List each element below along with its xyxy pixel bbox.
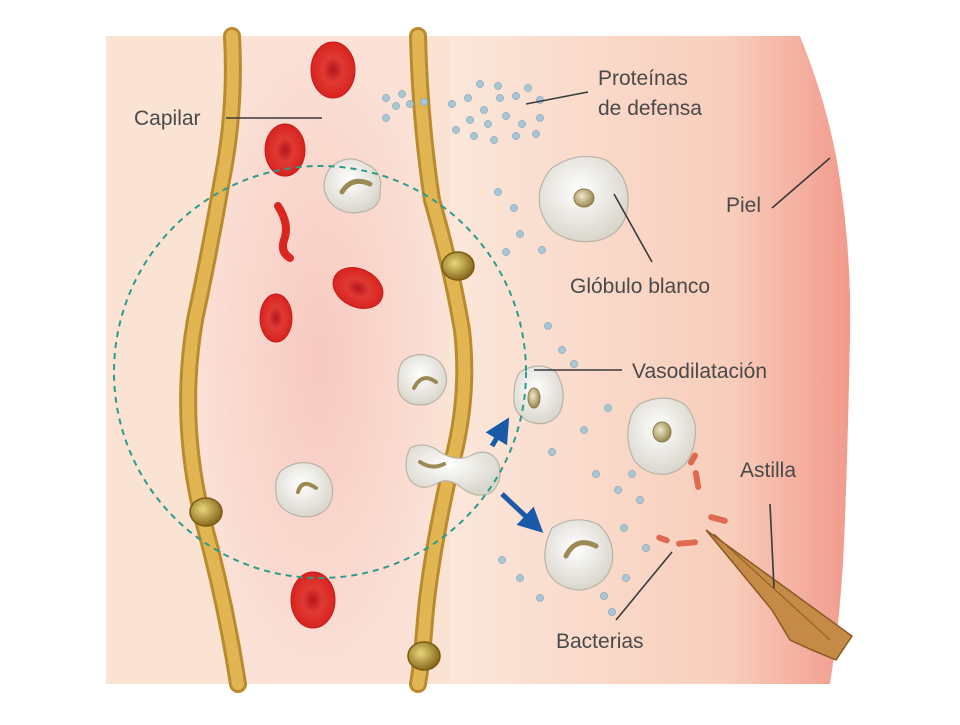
protein-dot — [382, 114, 390, 122]
label-capilar: Capilar — [134, 107, 201, 130]
splinter — [705, 529, 854, 661]
globulo-leader — [613, 193, 653, 263]
protein-dot — [466, 116, 474, 124]
protein-dot — [604, 404, 612, 412]
white-blood-cell — [323, 158, 382, 214]
protein-dot — [398, 90, 406, 98]
splinter-grain — [713, 533, 831, 641]
white-blood-cell — [544, 519, 614, 591]
outside-area — [800, 36, 860, 684]
capillary-wall-left-inner — [182, 30, 244, 690]
protein-dot — [512, 132, 520, 140]
red-blood-cell — [290, 571, 336, 629]
protein-dot — [536, 114, 544, 122]
white-blood-cell-large — [538, 155, 629, 243]
migration-arrow — [485, 417, 510, 448]
protein-dot — [636, 496, 644, 504]
red-blood-cell — [332, 267, 384, 309]
white-blood-cell — [513, 365, 564, 425]
label-bacterias: Bacterias — [556, 630, 644, 653]
protein-dot — [502, 112, 510, 120]
inflammation-zone — [113, 165, 527, 579]
label-piel: Piel — [726, 194, 761, 217]
wall-nucleus — [441, 251, 475, 281]
defense-protein-dots — [382, 80, 650, 616]
red-blood-cell-deformed — [274, 202, 294, 262]
capillary-lumen — [194, 36, 444, 684]
bacterium — [708, 514, 728, 524]
protein-dot — [448, 100, 456, 108]
bacterium — [692, 470, 702, 490]
protein-dot — [580, 426, 588, 434]
protein-dot — [518, 120, 526, 128]
protein-dot — [592, 470, 600, 478]
white-blood-cell — [275, 461, 334, 518]
protein-dot — [622, 574, 630, 582]
proteinas-leader — [525, 91, 589, 105]
capillary-wall-right-inner — [412, 30, 471, 690]
label-globulo-blanco: Glóbulo blanco — [570, 275, 710, 298]
protein-dot — [538, 246, 546, 254]
migration-arrow — [500, 492, 544, 533]
protein-dot — [544, 322, 552, 330]
white-blood-cell-engulfing — [627, 397, 697, 475]
protein-dot — [476, 80, 484, 88]
label-vasodilatacion: Vasodilatación — [632, 360, 767, 383]
protein-dot — [642, 544, 650, 552]
protein-dot — [494, 188, 502, 196]
protein-dot — [628, 470, 636, 478]
protein-dot — [470, 132, 478, 140]
white-blood-cell — [397, 353, 448, 406]
protein-dot — [392, 102, 400, 110]
protein-dot — [496, 94, 504, 102]
protein-dot — [382, 94, 390, 102]
protein-dot — [480, 106, 488, 114]
label-proteinas-line2: de defensa — [598, 97, 702, 120]
protein-dot — [502, 248, 510, 256]
protein-dot — [516, 230, 524, 238]
protein-dot — [406, 100, 414, 108]
piel-leader — [771, 157, 831, 209]
wall-nucleus — [407, 641, 441, 671]
protein-dot — [484, 120, 492, 128]
bacterium — [656, 534, 670, 544]
protein-dot — [452, 126, 460, 134]
wall-nucleus — [189, 497, 223, 527]
red-blood-cell — [259, 293, 293, 343]
white-blood-cell-crossing — [405, 444, 501, 496]
protein-dot — [516, 574, 524, 582]
label-astilla: Astilla — [740, 459, 796, 482]
protein-dot — [548, 448, 556, 456]
red-blood-cell — [264, 123, 306, 177]
protein-dot — [536, 594, 544, 602]
protein-dot — [464, 94, 472, 102]
protein-dot — [600, 592, 608, 600]
protein-dot — [524, 84, 532, 92]
protein-dot — [512, 92, 520, 100]
protein-dot — [570, 360, 578, 368]
astilla-leader — [769, 503, 775, 589]
protein-dot — [558, 346, 566, 354]
bacterias-leader — [615, 551, 673, 621]
bacterium — [676, 539, 698, 547]
red-blood-cell — [310, 41, 356, 99]
label-proteinas-line1: Proteínas — [598, 67, 688, 90]
protein-dot — [614, 486, 622, 494]
protein-dot — [420, 98, 428, 106]
bacterium — [688, 452, 698, 466]
protein-dot — [620, 524, 628, 532]
protein-dot — [510, 204, 518, 212]
protein-dot — [532, 130, 540, 138]
protein-dot — [490, 136, 498, 144]
protein-dot — [494, 82, 502, 90]
protein-dot — [498, 556, 506, 564]
protein-dot — [608, 608, 616, 616]
